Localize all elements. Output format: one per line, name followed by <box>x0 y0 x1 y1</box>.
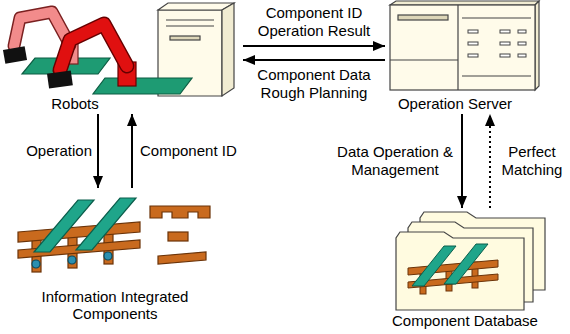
server-computer <box>468 42 478 45</box>
components-assembly <box>150 206 210 264</box>
arrow-label: Component ID <box>140 142 240 160</box>
arrow-label: Perfect Matching <box>498 143 566 179</box>
components-assembly <box>76 198 136 250</box>
robot-arm <box>14 12 70 46</box>
node-caption: Component Database <box>385 312 545 329</box>
flow-arrow <box>243 45 385 47</box>
computer-tower <box>166 19 214 20</box>
components-assembly <box>34 198 136 252</box>
server-computer <box>468 30 478 33</box>
server-computer <box>390 1 539 90</box>
components-assembly <box>168 232 188 241</box>
server-computer <box>500 42 510 45</box>
arrow-label: Component Data Rough Planning <box>249 66 379 102</box>
server-computer <box>398 15 448 20</box>
components-assembly <box>32 252 112 268</box>
server-computer <box>518 54 526 57</box>
server-computer <box>468 30 526 57</box>
database-components <box>444 244 488 284</box>
flow-arrow <box>489 114 491 208</box>
robot-arm <box>47 24 192 94</box>
server-computer <box>518 42 526 45</box>
arrow-label-box: Component ID Operation Result <box>249 4 379 40</box>
robot-arm <box>47 70 73 88</box>
robots-node: Robots <box>5 0 243 114</box>
server-computer <box>462 75 531 76</box>
flow-arrow <box>97 114 99 188</box>
arrow-label: Operation <box>2 142 92 160</box>
server-computer <box>457 5 458 90</box>
robot-arm <box>60 24 127 70</box>
database-components <box>408 244 498 294</box>
arrow-label-box: Component ID <box>140 142 240 160</box>
computer-tower <box>166 25 214 26</box>
flow-arrow <box>131 114 133 188</box>
robot-arm <box>14 12 70 46</box>
server-computer <box>500 30 510 33</box>
arrow-label-box: Data Operation & Management <box>336 143 454 179</box>
robot-arm <box>60 24 127 70</box>
computer-tower <box>222 3 234 96</box>
arrow-label-box: Perfect Matching <box>498 143 566 179</box>
robot-arm <box>3 46 27 64</box>
node-caption: Operation Server <box>380 95 530 112</box>
arrow-label-box: Operation <box>2 142 92 160</box>
components-assembly <box>104 252 112 260</box>
server-computer <box>390 59 458 60</box>
components-assembly <box>158 252 206 264</box>
node-caption: Robots <box>35 95 115 112</box>
components-node: Information Integrated Components <box>8 188 230 330</box>
arrow-label-box: Component Data Rough Planning <box>249 66 379 102</box>
database-folders <box>396 232 524 310</box>
robot-arm <box>93 78 192 94</box>
server-computer <box>390 5 535 90</box>
server-computer <box>462 17 531 18</box>
components-assembly <box>32 260 40 268</box>
computer-tower <box>158 3 234 10</box>
arrow-label: Data Operation & Management <box>336 143 454 179</box>
flow-arrow <box>461 114 463 208</box>
arrow-label: Component ID Operation Result <box>249 4 379 40</box>
components-assembly <box>18 198 210 272</box>
components-assembly <box>18 222 140 242</box>
server-computer <box>500 54 510 57</box>
database-folders <box>396 212 545 310</box>
server-computer <box>468 54 478 57</box>
database-components <box>412 244 488 286</box>
node-caption: Information Integrated Components <box>15 288 215 322</box>
server-computer <box>518 30 526 33</box>
database-node: Component Database <box>385 208 555 332</box>
components-assembly <box>68 256 76 264</box>
server-node: Operation Server <box>385 0 555 114</box>
components-assembly <box>150 206 210 218</box>
computer-tower <box>170 36 200 40</box>
flow-arrow <box>243 59 385 61</box>
